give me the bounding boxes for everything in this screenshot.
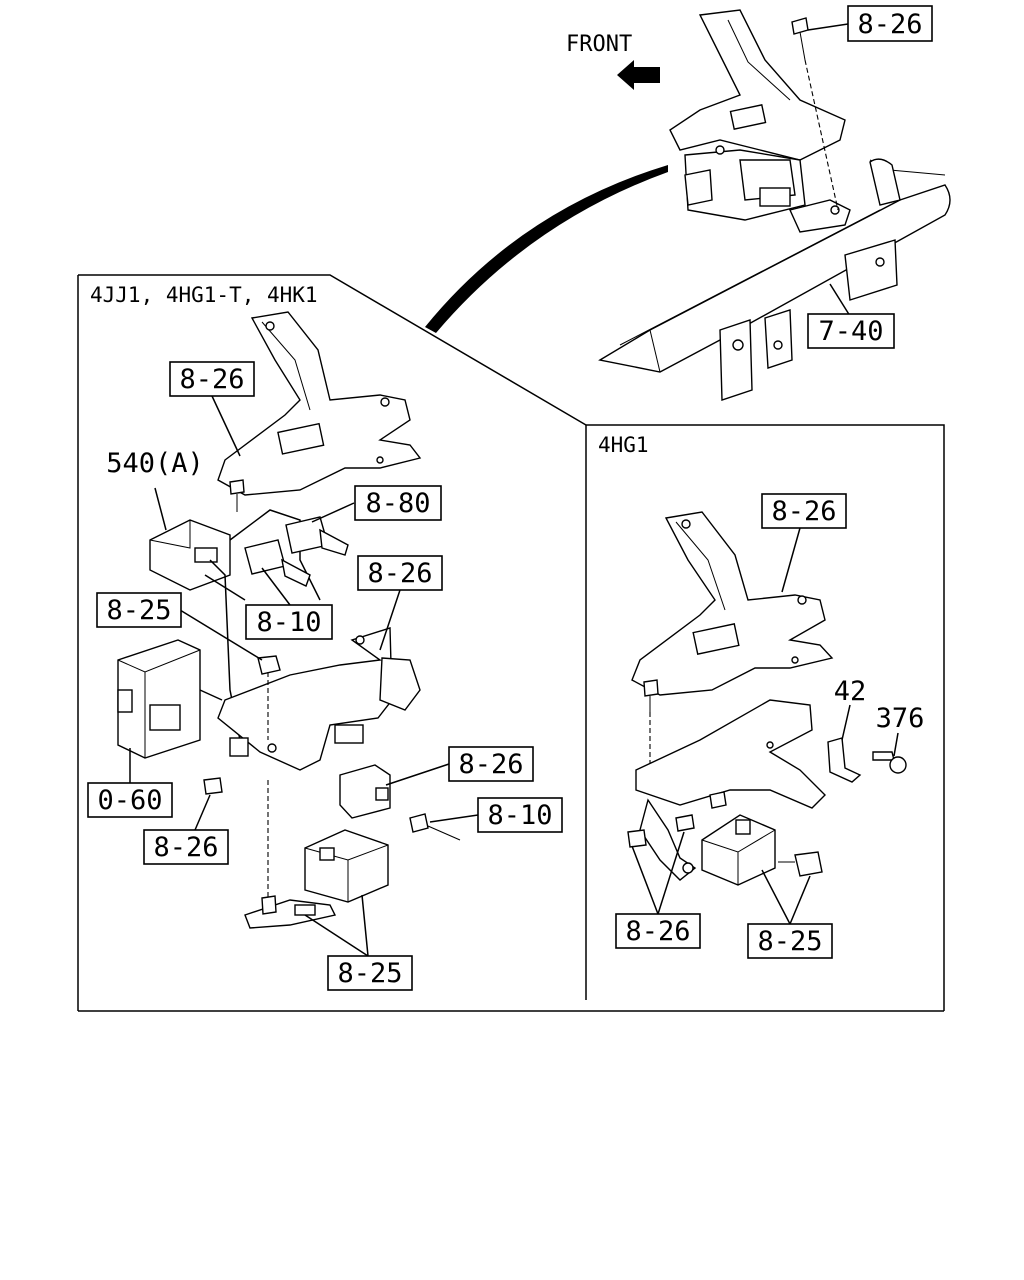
svg-text:8-26: 8-26 bbox=[458, 749, 523, 780]
svg-text:0-60: 0-60 bbox=[97, 785, 162, 816]
left-parts bbox=[117, 311, 461, 929]
callout-right-nuts: 8-26 bbox=[615, 831, 701, 949]
svg-text:540(A): 540(A) bbox=[106, 448, 204, 479]
callout-nut-upper: 8-25 bbox=[96, 592, 263, 661]
svg-text:8-10: 8-10 bbox=[256, 607, 321, 638]
svg-text:8-26: 8-26 bbox=[153, 832, 218, 863]
callout-connector-10-lower: 8-10 bbox=[429, 797, 563, 833]
callout-ecu: 0-60 bbox=[87, 748, 173, 818]
left-section-title: 4JJ1, 4HG1-T, 4HK1 bbox=[90, 283, 318, 307]
svg-text:376: 376 bbox=[876, 703, 925, 734]
pointer-arrow bbox=[425, 165, 668, 333]
front-arrow-icon bbox=[617, 60, 660, 90]
callout-frame: 7-40 bbox=[807, 283, 895, 349]
callout-relay-mid: 8-26 bbox=[385, 746, 534, 786]
left-panel-frame bbox=[78, 274, 587, 426]
svg-text:8-26: 8-26 bbox=[857, 9, 922, 40]
right-section-title: 4HG1 bbox=[598, 433, 649, 457]
callout-top-bolt: 8-26 bbox=[807, 5, 933, 42]
svg-text:8-10: 8-10 bbox=[487, 800, 552, 831]
right-panel-frame bbox=[586, 424, 945, 1011]
callout-connector-10-upper: 8-10 bbox=[245, 567, 333, 640]
callout-relay-bottom: 8-25 bbox=[304, 894, 413, 991]
right-parts bbox=[627, 511, 907, 886]
callout-right-bracket: 8-26 bbox=[761, 493, 847, 593]
svg-text:8-25: 8-25 bbox=[106, 595, 171, 626]
svg-text:8-26: 8-26 bbox=[367, 558, 432, 589]
callout-nut-lower: 8-26 bbox=[143, 794, 229, 865]
callout-right-relay: 8-25 bbox=[747, 869, 833, 959]
svg-text:8-26: 8-26 bbox=[625, 916, 690, 947]
svg-text:8-80: 8-80 bbox=[365, 488, 430, 519]
svg-text:8-25: 8-25 bbox=[337, 958, 402, 989]
callout-part-42: 42 bbox=[834, 676, 867, 741]
callout-plate-bracket: 8-26 bbox=[357, 555, 443, 651]
callout-part-376: 376 bbox=[876, 703, 925, 757]
svg-text:7-40: 7-40 bbox=[818, 316, 883, 347]
callout-connector-80: 8-80 bbox=[311, 485, 442, 523]
callout-left-bracket: 8-26 bbox=[169, 361, 255, 457]
front-label: FRONT bbox=[566, 32, 632, 57]
svg-text:8-26: 8-26 bbox=[771, 496, 836, 527]
callout-relay-a: 540(A) bbox=[106, 448, 204, 531]
svg-text:8-25: 8-25 bbox=[757, 926, 822, 957]
top-assembly bbox=[598, 9, 951, 401]
svg-text:42: 42 bbox=[834, 676, 867, 707]
svg-text:8-26: 8-26 bbox=[179, 364, 244, 395]
